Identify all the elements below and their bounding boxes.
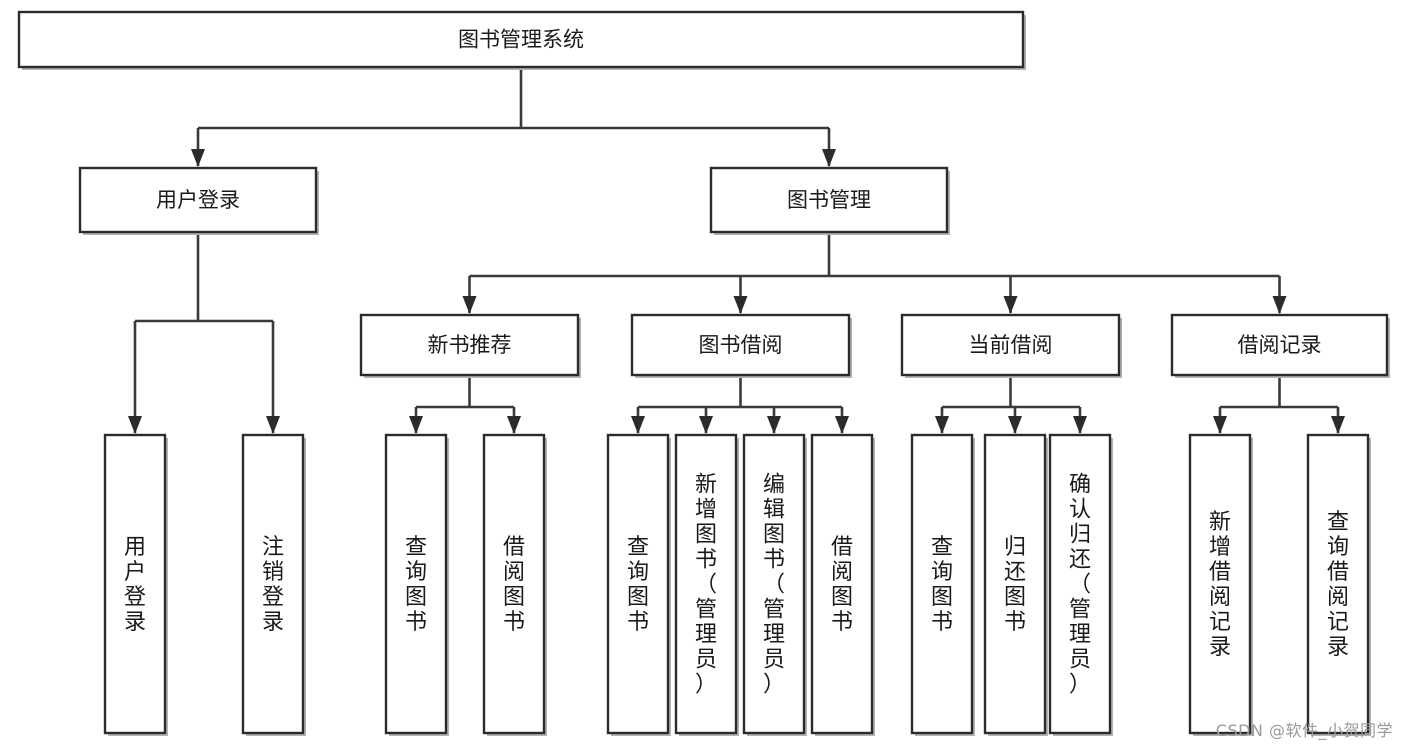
- node-label: 图书管理: [787, 188, 871, 212]
- arrow-head-icon: [507, 416, 521, 434]
- node-label: 借阅图书: [503, 535, 525, 635]
- node-E59BBEE4B9A6E7AEA1E79086[interactable]: 图书管理系统: [17, 10, 1026, 70]
- node-box[interactable]: [17, 10, 1025, 69]
- node-box[interactable]: [1048, 433, 1112, 735]
- arrow-head-icon: [128, 416, 142, 434]
- node-label: 新增图书（管理员）: [695, 473, 717, 698]
- node-label: 新书推荐: [428, 333, 512, 357]
- arrow-head-icon: [935, 416, 949, 434]
- node-E794A8E688B7E799BBE5BD95[interactable]: 用户登录: [103, 433, 168, 736]
- node-box[interactable]: [742, 433, 806, 735]
- node-box[interactable]: [983, 433, 1047, 735]
- node-label: 图书管理系统: [458, 28, 584, 52]
- arrow-head-icon: [699, 416, 713, 434]
- node-E59BBEE4B9A6E5809FE99885[interactable]: 图书借阅: [630, 313, 852, 378]
- node-label: 编辑图书（管理员）: [763, 473, 785, 698]
- node-box[interactable]: [359, 313, 580, 377]
- arrow-head-icon: [733, 296, 748, 314]
- node-label: 查询图书: [405, 535, 427, 635]
- node-label: 查询图书: [627, 535, 649, 635]
- node-label: 用户登录: [156, 188, 240, 212]
- node-E5BD93E5898DE5809FE99885[interactable]: 当前借阅: [900, 313, 1122, 378]
- node-E696B0E4B9A6E68EA8E88D90[interactable]: 新书推荐: [359, 313, 581, 378]
- node-E69FA5E8AFA2E5809FE99885[interactable]: 查询借阅记录: [1306, 433, 1371, 736]
- arrow-head-icon: [1331, 416, 1345, 434]
- node-E5809FE99885E8AEB0E5BD95[interactable]: 借阅记录: [1170, 313, 1390, 378]
- node-E59BBEE4B9A6E7AEA1E79086[interactable]: 图书管理: [709, 166, 950, 235]
- node-label: 图书借阅: [699, 333, 783, 357]
- node-box[interactable]: [1188, 433, 1252, 735]
- node-box[interactable]: [482, 433, 546, 735]
- node-box[interactable]: [709, 166, 949, 234]
- node-E6B3A8E99480E799BBE5BD95[interactable]: 注销登录: [241, 433, 306, 736]
- arrow-head-icon: [631, 416, 645, 434]
- node-label: 新增借阅记录: [1209, 510, 1231, 660]
- node-layer: 图书管理系统用户登录用户登录注销登录图书管理新书推荐查询图书借阅图书图书借阅查询…: [17, 10, 1390, 736]
- arrow-head-icon: [462, 296, 477, 314]
- node-E7BC96E8BE91E59BBEE4B9A6[interactable]: 编辑图书（管理员）: [742, 433, 807, 736]
- arrow-head-icon: [1008, 416, 1022, 434]
- node-E5BD92E8BF98E59BBEE4B9A6[interactable]: 归还图书: [983, 433, 1048, 736]
- node-E69FA5E8AFA2E59BBEE4B9A6[interactable]: 查询图书: [606, 433, 671, 736]
- node-label: 借阅记录: [1238, 333, 1322, 357]
- node-E69FA5E8AFA2E59BBEE4B9A6[interactable]: 查询图书: [384, 433, 449, 736]
- node-box[interactable]: [630, 313, 851, 377]
- arrow-head-icon: [1003, 296, 1018, 314]
- arrow-head-icon: [266, 416, 280, 434]
- arrow-head-icon: [1213, 416, 1227, 434]
- node-label: 归还图书: [1004, 535, 1026, 635]
- node-E5809FE99885E59BBEE4B9A6[interactable]: 借阅图书: [482, 433, 547, 736]
- arrow-head-icon: [822, 149, 836, 167]
- node-E5809FE99885E59BBEE4B9A6[interactable]: 借阅图书: [810, 433, 875, 736]
- arrow-head-icon: [767, 416, 781, 434]
- node-label: 注销登录: [262, 535, 284, 635]
- arrow-head-icon: [835, 416, 849, 434]
- node-label: 查询图书: [931, 535, 953, 635]
- node-box[interactable]: [1170, 313, 1389, 377]
- node-label: 借阅图书: [831, 535, 853, 635]
- arrow-head-icon: [1272, 296, 1287, 314]
- node-label: 查询借阅记录: [1327, 510, 1349, 660]
- node-box[interactable]: [78, 166, 318, 234]
- node-box[interactable]: [910, 433, 974, 735]
- arrow-head-icon: [409, 416, 423, 434]
- node-E69FA5E8AFA2E59BBEE4B9A6[interactable]: 查询图书: [910, 433, 975, 736]
- node-box[interactable]: [674, 433, 738, 735]
- connector-layer: [128, 67, 1345, 434]
- node-box[interactable]: [103, 433, 167, 735]
- node-box[interactable]: [810, 433, 874, 735]
- node-E696B0E5A29EE59BBEE4B9A6[interactable]: 新增图书（管理员）: [674, 433, 739, 736]
- node-box[interactable]: [241, 433, 305, 735]
- node-E7A1AEE8AEA4E5BD92E8BF98[interactable]: 确认归还（管理员）: [1048, 433, 1113, 736]
- arrow-head-icon: [1073, 416, 1087, 434]
- node-E696B0E5A29EE5809FE99885[interactable]: 新增借阅记录: [1188, 433, 1253, 736]
- node-box[interactable]: [606, 433, 670, 735]
- node-label: 用户登录: [124, 535, 146, 635]
- node-box[interactable]: [384, 433, 448, 735]
- node-E794A8E688B7E799BBE5BD95[interactable]: 用户登录: [78, 166, 319, 235]
- node-box[interactable]: [1306, 433, 1370, 735]
- node-label: 确认归还（管理员）: [1069, 473, 1091, 698]
- node-box[interactable]: [900, 313, 1121, 377]
- node-label: 当前借阅: [969, 333, 1053, 357]
- arrow-head-icon: [191, 149, 205, 167]
